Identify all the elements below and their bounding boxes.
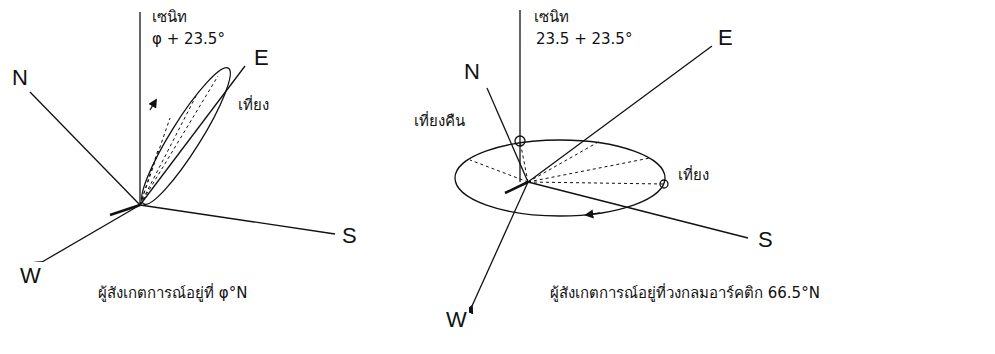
sun-midnight xyxy=(515,136,525,146)
path-arrow xyxy=(150,100,156,110)
direction-label: E xyxy=(252,44,271,72)
direction-label: S xyxy=(756,226,775,254)
direction-label: S xyxy=(340,222,359,250)
sun-rays xyxy=(470,141,664,184)
noon-label: เที่ยง xyxy=(236,96,271,115)
sun-noon xyxy=(660,180,668,188)
sun-path-ellipse xyxy=(131,60,241,212)
north-axis xyxy=(30,92,140,205)
west-axis xyxy=(472,182,528,306)
path-arrow xyxy=(586,213,600,215)
angle-label: 23.5 + 23.5° xyxy=(534,30,634,49)
zenith-line xyxy=(139,12,140,205)
sun-path-ellipse xyxy=(455,140,665,216)
direction-label: W xyxy=(18,262,43,290)
zenith-label: เซนิท xyxy=(532,8,571,27)
south-axis xyxy=(140,205,335,234)
angle-label: φ + 23.5° xyxy=(150,30,227,49)
south-axis xyxy=(528,182,748,238)
west-axis xyxy=(42,205,140,262)
direction-label: N xyxy=(10,64,30,92)
observer-mark xyxy=(505,182,528,193)
midnight-label: เที่ยงคืน xyxy=(412,112,467,131)
noon-label: เที่ยง xyxy=(676,166,711,185)
east-axis xyxy=(140,66,245,205)
zenith-label: เซนิท xyxy=(150,8,189,27)
north-axis xyxy=(487,88,528,182)
caption-text: ผู้สังเกตการณ์อยู่ที่วงกลมอาร์คติก 66.5°… xyxy=(548,284,822,303)
sun-rays xyxy=(140,76,218,205)
zenith-line xyxy=(519,10,520,182)
observer-mark xyxy=(110,205,140,215)
direction-label: W xyxy=(444,306,469,334)
direction-label: E xyxy=(716,24,735,52)
direction-label: N xyxy=(462,58,482,86)
caption-text: ผู้สังเกตการณ์อยู่ที่ φ°N xyxy=(96,284,249,303)
east-axis xyxy=(528,46,712,182)
